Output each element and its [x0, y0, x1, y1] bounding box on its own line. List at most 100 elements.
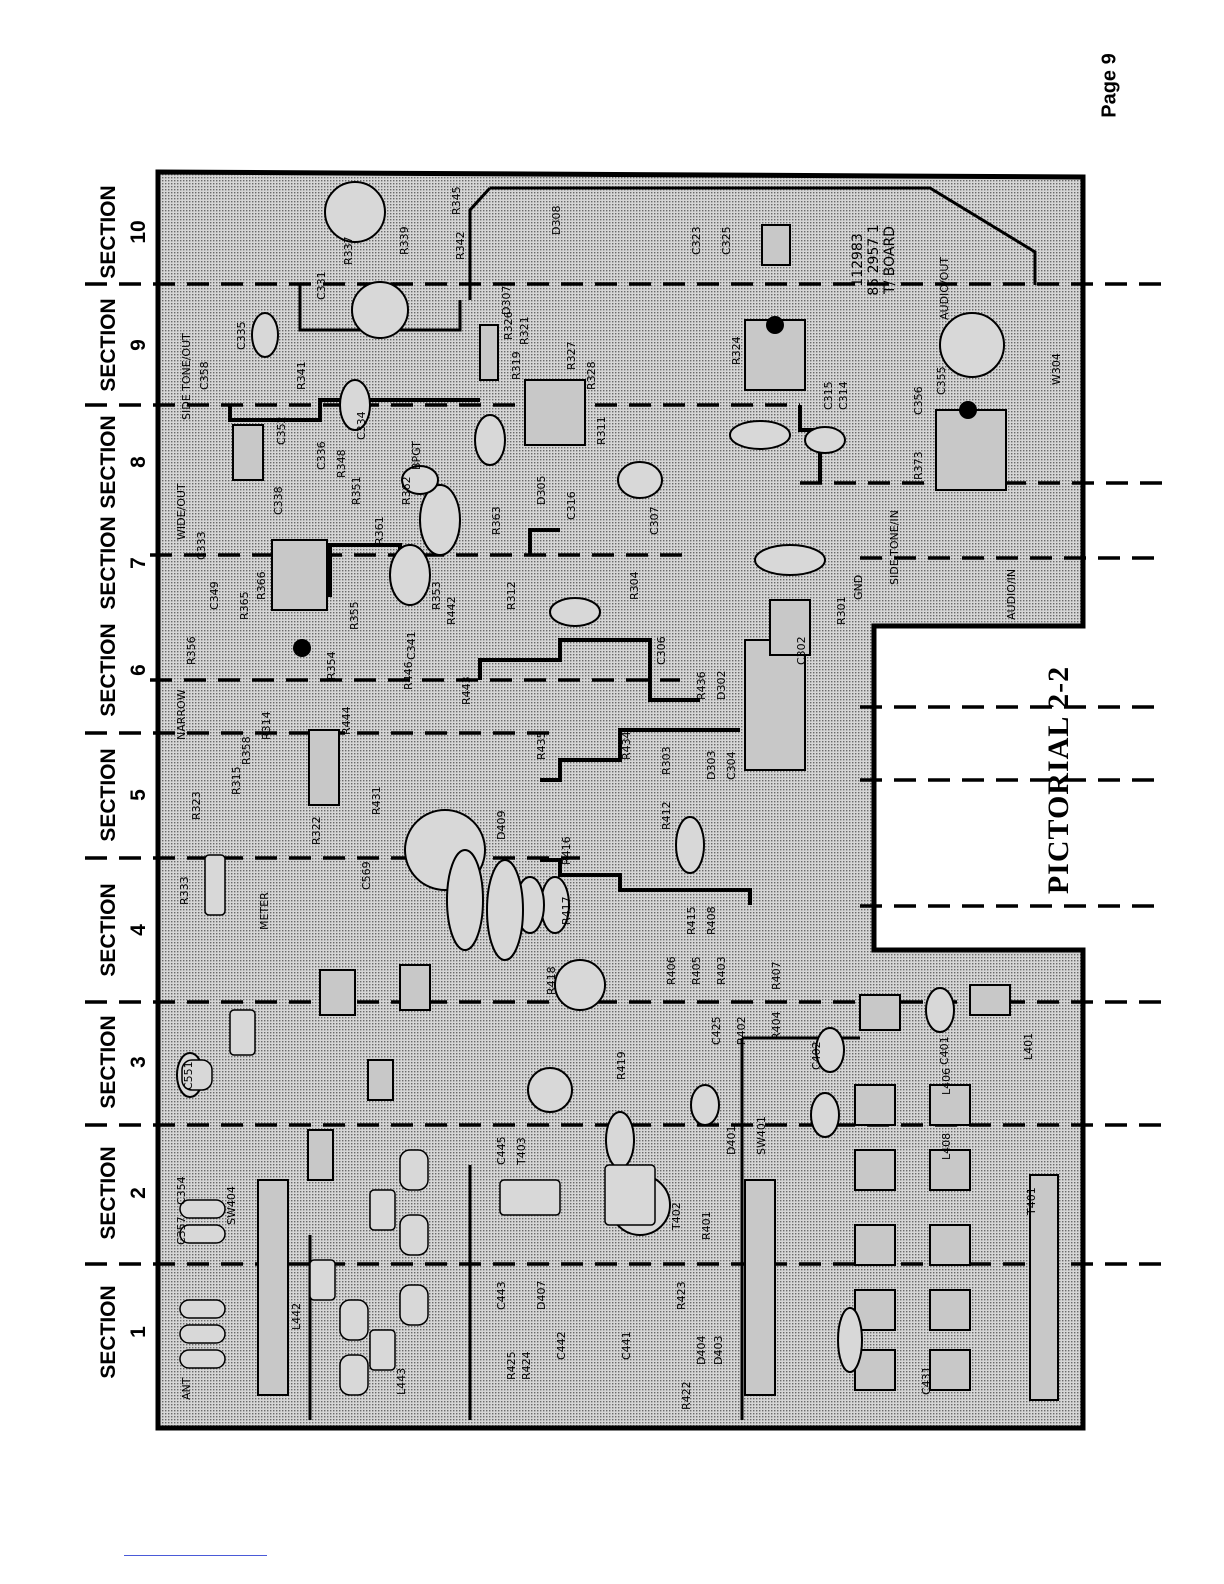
label-r373: R373: [912, 451, 925, 480]
annotation-t402: T402: [670, 1202, 683, 1231]
label-sw401: SW401: [755, 1116, 768, 1155]
label-r419: R419: [615, 1051, 628, 1080]
label-r416: R416: [560, 836, 573, 865]
label-r406: R406: [665, 956, 678, 985]
annotation-t403: T403: [515, 1137, 528, 1166]
label-c335: C335: [235, 321, 248, 350]
section-label-1: SECTION: [97, 1285, 120, 1378]
section-label-2: SECTION: [97, 1146, 120, 1239]
label-d307: D307: [500, 286, 513, 315]
section-number-2: 2: [127, 1187, 150, 1199]
label-w304: W304: [1050, 353, 1063, 385]
label-c551: C551: [182, 1061, 195, 1090]
label-l442: L442: [290, 1303, 303, 1330]
label-d308: D308: [550, 206, 563, 235]
annotation-audio-in: AUDIO/IN: [1005, 569, 1018, 620]
section-number-9: 9: [127, 339, 150, 351]
section-number-10: 10: [127, 220, 150, 243]
section-label-6: SECTION: [97, 623, 120, 716]
section-label-5: SECTION: [97, 748, 120, 841]
annotation-meter: METER: [258, 892, 271, 930]
label-c431: C431: [920, 1366, 933, 1395]
component-labels: R425 R424 C442 C441 R422 D407 C443 D404 …: [175, 186, 1063, 1410]
annotation-wide-out: WIDE/OUT: [175, 483, 188, 540]
label-c307: C307: [648, 506, 661, 535]
label-c354: C354: [175, 1176, 188, 1205]
label-r345: R345: [450, 186, 463, 215]
annotation-labels: SIDE TONE/OUT SIDE TONE/IN AUDIO/OUT AUD…: [175, 257, 1038, 1400]
label-r425: R425: [505, 1351, 518, 1380]
label-r446: R446: [402, 661, 415, 690]
label-r326: R326: [502, 311, 515, 340]
test-points: [293, 316, 977, 657]
label-c441: C441: [620, 1331, 633, 1360]
board-label-line-1: 112983: [850, 233, 866, 286]
label-r356: R356: [185, 636, 198, 665]
section-number-7: 7: [127, 557, 150, 569]
label-c338: C338: [272, 486, 285, 515]
label-r314: R314: [260, 711, 273, 740]
label-r404: R404: [770, 1011, 783, 1040]
label-c323: C323: [690, 226, 703, 255]
annotation-side-tone-out: SIDE TONE/OUT: [180, 333, 193, 420]
annotation-t401: T401: [1025, 1187, 1038, 1216]
label-c333: C333: [195, 531, 208, 560]
annotation-narrow: NARROW: [175, 689, 188, 740]
label-l408: L408: [940, 1133, 953, 1160]
label-r443: R443: [460, 676, 473, 705]
section-number-6: 6: [127, 664, 150, 676]
label-c315: C315: [822, 381, 835, 410]
section-number-8: 8: [127, 456, 150, 468]
label-c358: C358: [198, 361, 211, 390]
label-r401: R401: [700, 1211, 713, 1240]
section-label-3: SECTION: [97, 1015, 120, 1108]
label-r312: R312: [505, 581, 518, 610]
section-number-5: 5: [127, 789, 150, 801]
label-r366: R366: [255, 571, 268, 600]
label-c356: C356: [912, 386, 925, 415]
label-c341: C341: [405, 631, 418, 660]
label-c443: C443: [495, 1281, 508, 1310]
label-r337: R337: [342, 236, 355, 265]
label-r431: R431: [370, 786, 383, 815]
annotation-gnd: GND: [852, 575, 865, 600]
label-r365: R365: [238, 591, 251, 620]
label-c445: C445: [495, 1136, 508, 1165]
label-d401: D401: [725, 1126, 738, 1155]
label-c302: C302: [795, 636, 808, 665]
label-r301: R301: [835, 596, 848, 625]
label-r333: R333: [178, 876, 191, 905]
label-r303: R303: [660, 746, 673, 775]
board-label-line-2: 85 2957 1: [866, 224, 882, 295]
label-r435: R435: [535, 731, 548, 760]
label-d403: D403: [712, 1336, 725, 1365]
section-label-10: SECTION: [97, 185, 120, 278]
label-c334: C334: [355, 411, 368, 440]
label-c357: C357: [175, 1216, 188, 1245]
annotation-audio-out: AUDIO/OUT: [938, 257, 951, 320]
step-traces: [228, 398, 822, 905]
label-r418: R418: [545, 966, 558, 995]
label-c336: C336: [315, 441, 328, 470]
label-d302: D302: [715, 671, 728, 700]
label-r322: R322: [310, 816, 323, 845]
label-r355: R355: [348, 601, 361, 630]
label-c355: C355: [935, 366, 948, 395]
section-number-1: 1: [127, 1326, 150, 1338]
label-r339: R339: [398, 226, 411, 255]
label-r351: R351: [350, 476, 363, 505]
label-r348: R348: [335, 449, 348, 478]
label-r408: R408: [705, 906, 718, 935]
label-r327: R327: [565, 341, 578, 370]
label-l443: L443: [395, 1368, 408, 1395]
annotation-side-tone-in: SIDE TONE/IN: [888, 510, 901, 585]
label-d409: D409: [495, 811, 508, 840]
label-r341: R341: [295, 361, 308, 390]
circuit-board: [155, 169, 1086, 1431]
label-c304: C304: [725, 751, 738, 780]
annotation-ant: ANT: [180, 1377, 193, 1400]
label-r321: R321: [518, 316, 531, 345]
label-c316: C316: [565, 491, 578, 520]
label-c331: C331: [315, 271, 328, 300]
